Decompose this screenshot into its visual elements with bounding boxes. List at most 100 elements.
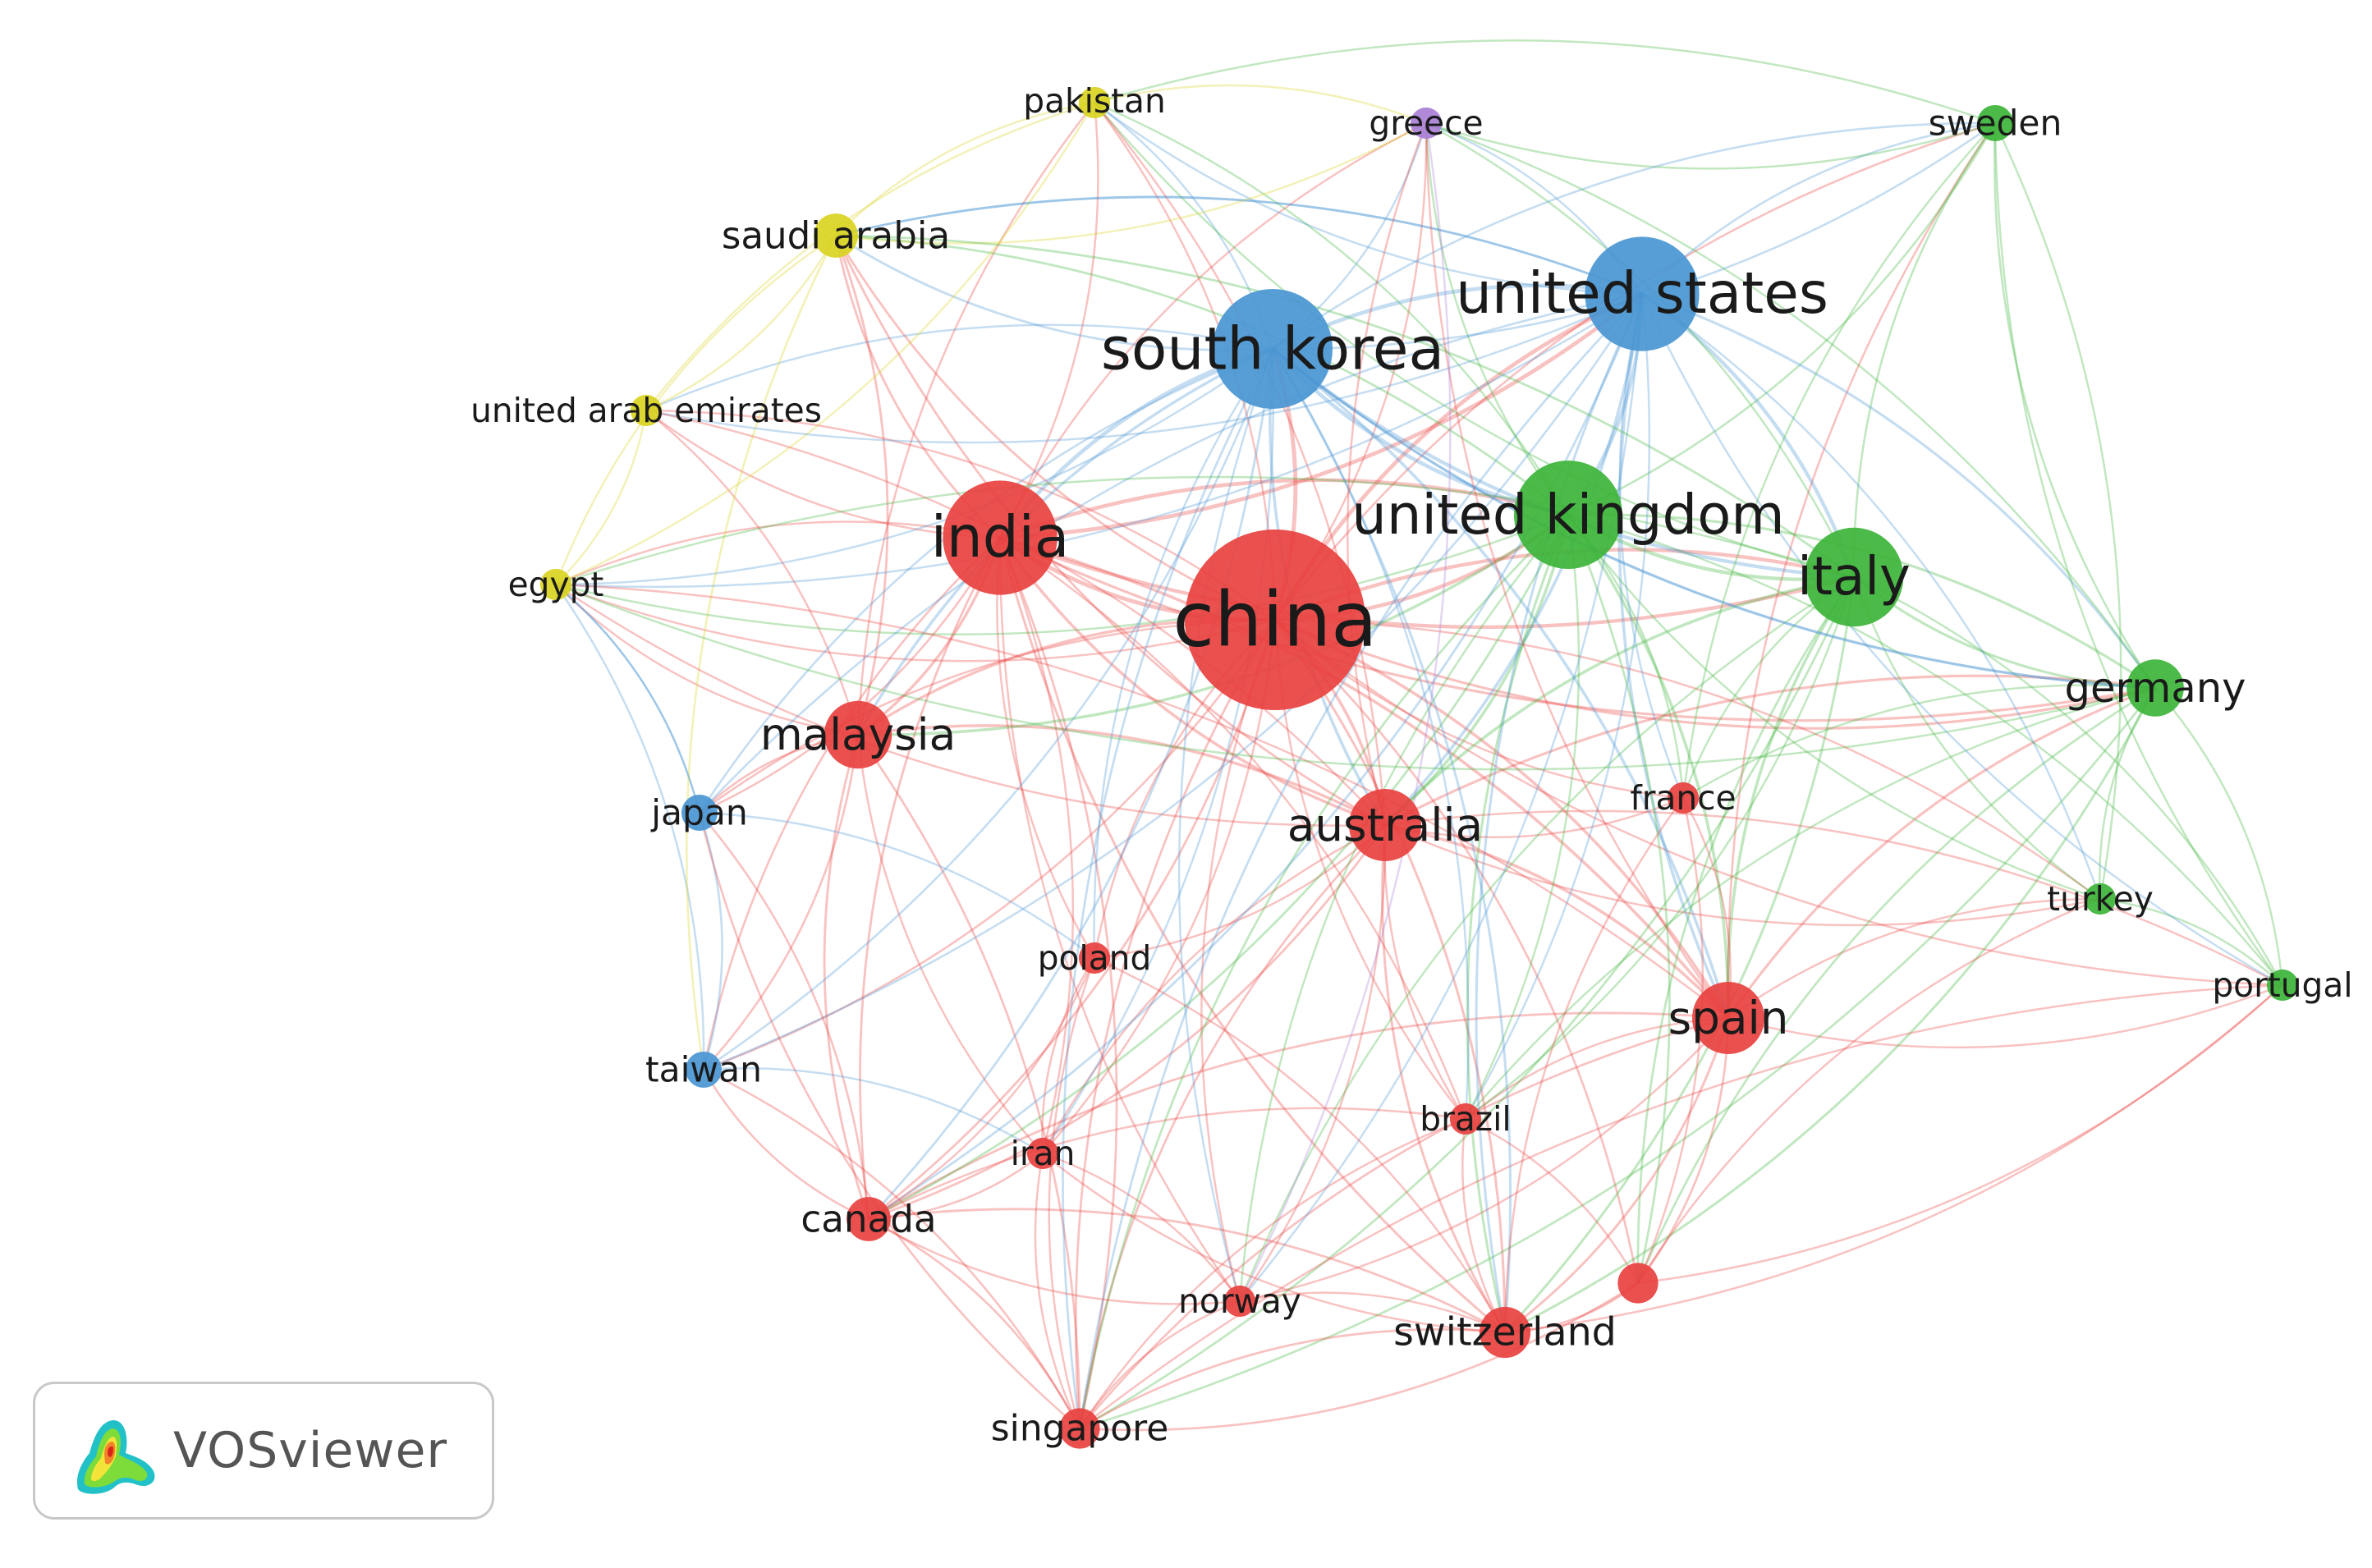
node-label-poland[interactable]: poland [1038, 938, 1152, 978]
network-edge [999, 536, 1730, 1020]
network-edge [1425, 121, 2157, 689]
network-edge [1465, 1016, 1729, 1120]
network-edge [1078, 1016, 1729, 1429]
network-edge [1567, 514, 2101, 901]
network-edge [702, 537, 1001, 1071]
node-egypt[interactable] [539, 568, 572, 601]
node-united-states[interactable] [1585, 236, 1700, 351]
node-united-kingdom[interactable] [1514, 461, 1622, 569]
network-edge [1384, 823, 2101, 927]
node-australia[interactable] [1349, 789, 1421, 861]
network-edge [868, 1153, 1044, 1221]
node-label-france[interactable]: france [1630, 778, 1736, 818]
node-label-germany[interactable]: germany [2065, 664, 2246, 712]
network-edge [1079, 576, 1856, 1430]
node-united-arab-emirates[interactable] [630, 394, 663, 427]
network-edge [1637, 984, 2283, 1285]
node-malaysia[interactable] [824, 700, 892, 769]
node-label-canada[interactable]: canada [801, 1198, 936, 1241]
node-pakistan[interactable] [1078, 86, 1111, 119]
network-edge [1238, 824, 1387, 1302]
network-edge [1466, 514, 1570, 1333]
node-label-malaysia[interactable]: malaysia [760, 709, 956, 760]
network-edge [1079, 1281, 1639, 1432]
node-label-australia[interactable]: australia [1287, 799, 1483, 851]
node-switzerland[interactable] [1479, 1306, 1531, 1359]
network-edge [1094, 101, 1570, 516]
network-edge [1383, 575, 1855, 827]
node-france[interactable] [1667, 782, 1700, 814]
network-edge [868, 619, 1277, 1221]
node-label-taiwan[interactable]: taiwan [645, 1050, 762, 1090]
node-label-south-korea[interactable]: south korea [1101, 315, 1444, 383]
network-edge [555, 584, 701, 814]
node-label-china[interactable]: china [1172, 576, 1377, 664]
node-spain[interactable] [1692, 982, 1764, 1054]
node-norway[interactable] [1223, 1285, 1256, 1318]
node-label-pakistan[interactable]: pakistan [1023, 81, 1166, 121]
node-label-norway[interactable]: norway [1178, 1281, 1301, 1321]
network-edge [1726, 576, 1856, 1019]
network-edge [1383, 293, 1644, 827]
node-label-italy[interactable]: italy [1797, 547, 1911, 607]
node-label-united-arab-emirates[interactable]: united arab emirates [470, 391, 822, 430]
node-portugal[interactable] [2266, 969, 2299, 1002]
node-iran[interactable] [1026, 1137, 1059, 1170]
network-edge [1384, 823, 1730, 1020]
node-sweden[interactable] [1977, 105, 2013, 141]
node-turkey[interactable] [2084, 883, 2117, 915]
node-label-greece[interactable]: greece [1369, 103, 1483, 143]
node-label-united-kingdom[interactable]: united kingdom [1351, 483, 1785, 547]
node-italy[interactable] [1804, 527, 1904, 627]
node-canada[interactable] [846, 1197, 891, 1241]
network-edge [868, 514, 1570, 1221]
node-label-switzerland[interactable]: switzerland [1393, 1310, 1617, 1355]
node-label-brazil[interactable]: brazil [1420, 1099, 1511, 1139]
network-edge [823, 734, 870, 1220]
network-edge [868, 1011, 1729, 1221]
node-label-portugal[interactable]: portugal [2212, 965, 2352, 1005]
network-edge [856, 734, 1081, 1429]
network-edge [998, 537, 1118, 1429]
node-india[interactable] [943, 480, 1058, 595]
network-edge [868, 824, 1387, 1221]
node-label-india[interactable]: india [931, 505, 1070, 571]
network-edge [555, 292, 1643, 589]
network-edge [835, 101, 1095, 236]
node-poland[interactable] [1078, 942, 1111, 974]
node-south-korea[interactable] [1213, 289, 1333, 409]
node-label-spain[interactable]: spain [1668, 992, 1789, 1044]
node-label-singapore[interactable]: singapore [991, 1408, 1168, 1450]
node-label-turkey[interactable]: turkey [2047, 879, 2154, 919]
node-saudi-arabia[interactable] [814, 213, 858, 258]
node-germany[interactable] [2127, 659, 2184, 717]
network-edge [1727, 897, 2101, 1020]
node-singapore[interactable] [1059, 1408, 1100, 1449]
node-label-japan[interactable]: japan [650, 793, 748, 833]
node-label-saudi-arabia[interactable]: saudi arabia [722, 214, 950, 258]
node-greece[interactable] [1410, 107, 1443, 140]
node-unlabeled-red[interactable] [1617, 1263, 1659, 1304]
node-label-egypt[interactable]: egypt [508, 565, 604, 604]
network-edge [1272, 347, 2156, 690]
network-edge [555, 513, 1569, 635]
network-edge [1347, 122, 1428, 826]
network-edge [1384, 809, 2283, 987]
node-label-iran[interactable]: iran [1011, 1134, 1076, 1173]
node-china[interactable] [1185, 530, 1365, 710]
network-edge [859, 537, 1002, 1220]
network-edge [1271, 348, 1512, 1333]
node-label-united-states[interactable]: united states [1456, 261, 1828, 327]
brand-name: VOSviewer [173, 1422, 448, 1479]
network-edge [834, 235, 1386, 827]
node-taiwan[interactable] [686, 1052, 722, 1088]
node-japan[interactable] [681, 795, 718, 831]
network-edge [1041, 348, 1275, 1154]
network-edge [555, 475, 1855, 586]
network-edge [555, 583, 2156, 771]
network-edge [857, 724, 1386, 827]
node-label-sweden[interactable]: sweden [1929, 103, 2062, 144]
network-edge [703, 293, 1644, 1071]
node-brazil[interactable] [1449, 1103, 1482, 1135]
